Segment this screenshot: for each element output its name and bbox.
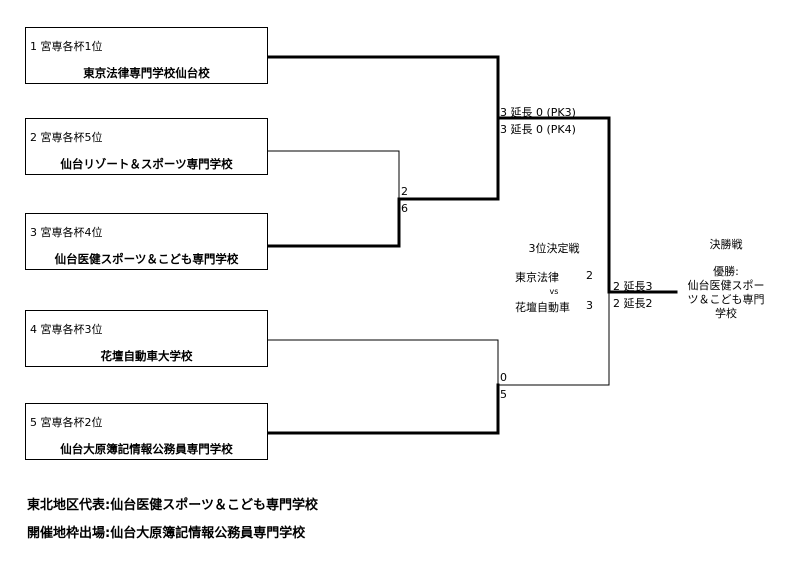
team-box-1: 1 宮専各杯1位 東京法律専門学校仙台校 bbox=[25, 27, 268, 84]
final-winner-label: 優勝: bbox=[713, 265, 739, 278]
team-name: 仙台リゾート＆スポーツ専門学校 bbox=[60, 157, 233, 171]
final-winner-line1: 仙台医健スポー bbox=[687, 279, 765, 292]
final-winner-line3: 学校 bbox=[715, 307, 737, 320]
score-sf1-top: 3 延長 0 (PK3) bbox=[500, 106, 576, 119]
bracket-line-sf1-winner bbox=[496, 116, 611, 294]
team-box-5: 5 宮専各杯2位 仙台大原簿記情報公務員専門学校 bbox=[25, 403, 268, 460]
third-place-title: 3位決定戦 bbox=[528, 242, 580, 255]
score-r1-top: 2 bbox=[401, 185, 408, 198]
third-place-team1: 東京法律 bbox=[515, 271, 559, 284]
third-place-vs: vs bbox=[549, 287, 559, 296]
score-final-bottom: 2 延長2 bbox=[613, 297, 653, 310]
team-box-4: 4 宮専各杯3位 花壇自動車大学校 bbox=[25, 310, 268, 367]
score-sf2-top: 0 bbox=[500, 371, 507, 384]
final-title: 決勝戦 bbox=[709, 238, 743, 251]
score-sf2-bottom: 5 bbox=[500, 388, 507, 401]
team-seed: 5 宮専各杯2位 bbox=[30, 416, 103, 429]
bracket-line-sf2-winner bbox=[497, 291, 610, 386]
team-seed: 4 宮専各杯3位 bbox=[30, 323, 103, 336]
team-name: 東京法律専門学校仙台校 bbox=[83, 66, 210, 80]
bracket-line-r1-winner bbox=[397, 116, 500, 201]
team-seed: 3 宮専各杯4位 bbox=[30, 226, 103, 239]
score-sf1-bottom: 3 延長 0 (PK4) bbox=[500, 123, 576, 136]
team-seed: 2 宮専各杯5位 bbox=[30, 131, 103, 144]
bracket-line-team2 bbox=[267, 150, 400, 200]
bracket-line-team3 bbox=[266, 197, 401, 248]
footer-host: 開催地枠出場:仙台大原簿記情報公務員専門学校 bbox=[27, 526, 306, 541]
team-name: 仙台医健スポーツ＆こども専門学校 bbox=[54, 252, 239, 266]
bracket-line-team5 bbox=[266, 383, 500, 435]
third-place-team2: 花壇自動車 bbox=[515, 301, 570, 314]
footer-representative: 東北地区代表:仙台医健スポーツ＆こども専門学校 bbox=[27, 498, 318, 513]
bracket-line-team1 bbox=[266, 55, 500, 120]
team-box-3: 3 宮専各杯4位 仙台医健スポーツ＆こども専門学校 bbox=[25, 213, 268, 270]
third-place-panel: 3位決定戦 東京法律 2 vs 花壇自動車 3 bbox=[500, 240, 608, 320]
score-final-top: 2 延長3 bbox=[613, 280, 653, 293]
team-box-2: 2 宮専各杯5位 仙台リゾート＆スポーツ専門学校 bbox=[25, 118, 268, 175]
third-place-score2: 3 bbox=[586, 299, 593, 312]
final-winner-line2: ツ＆こども専門 bbox=[687, 293, 765, 306]
team-name: 仙台大原簿記情報公務員専門学校 bbox=[60, 442, 233, 456]
third-place-score1: 2 bbox=[586, 269, 593, 282]
team-seed: 1 宮専各杯1位 bbox=[30, 40, 103, 53]
score-r1-bottom: 6 bbox=[401, 202, 408, 215]
bracket-line-team4 bbox=[267, 339, 499, 386]
team-name: 花壇自動車大学校 bbox=[100, 349, 193, 363]
final-panel: 決勝戦 優勝: 仙台医健スポー ツ＆こども専門 学校 bbox=[672, 236, 780, 326]
